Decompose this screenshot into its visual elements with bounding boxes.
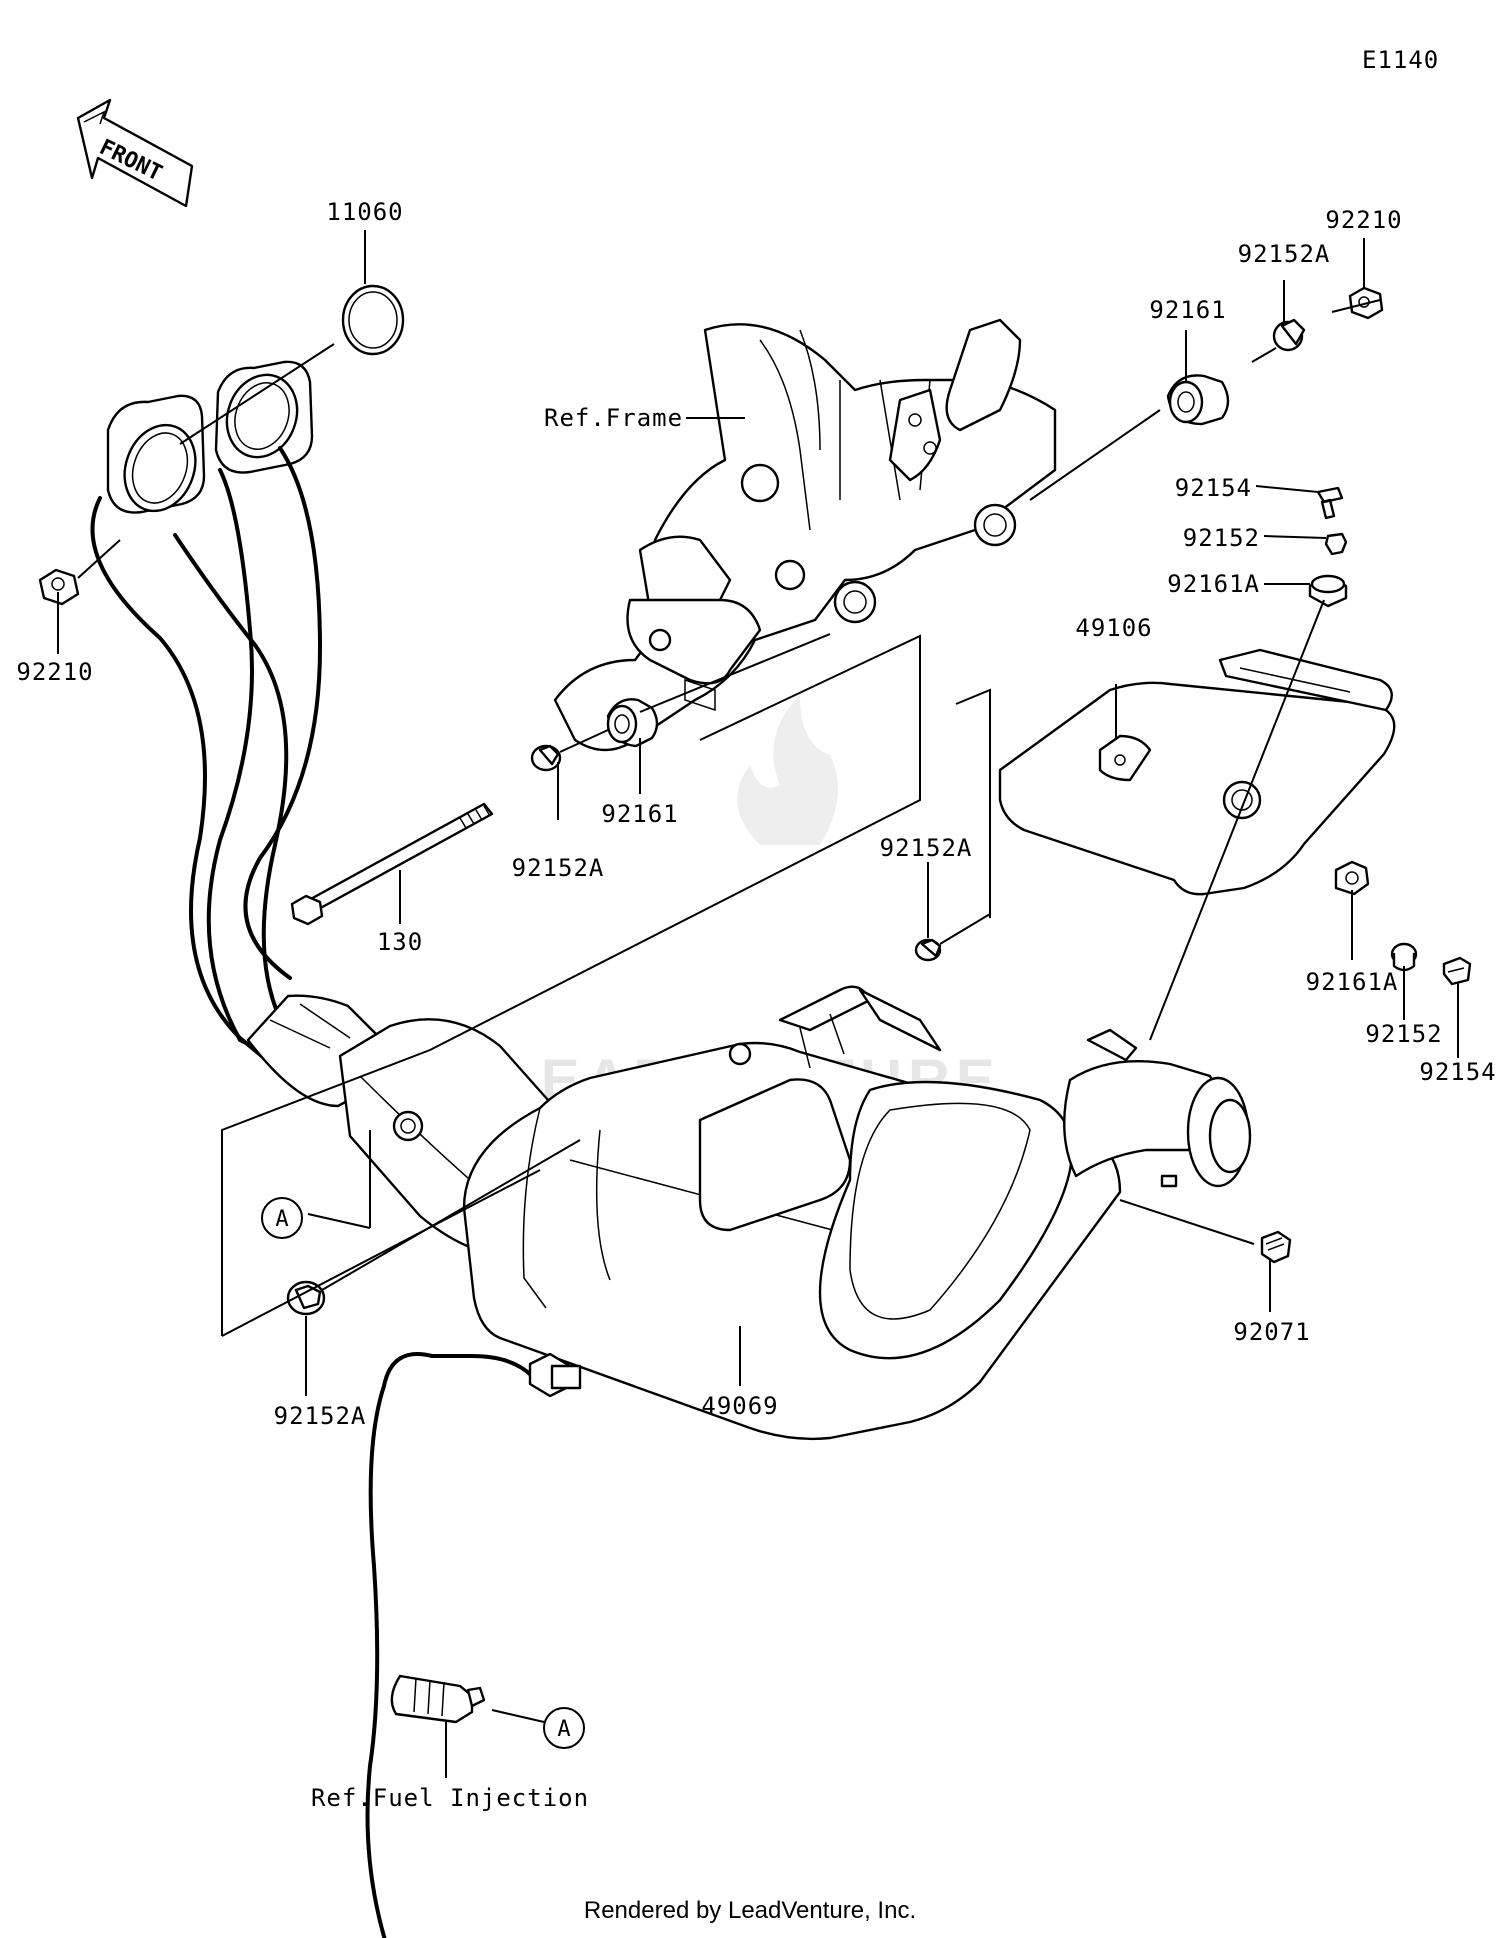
label-damper-top: 92161: [1149, 296, 1226, 324]
label-muffler: 49069: [701, 1392, 778, 1420]
ref-frame-label: Ref.Frame: [544, 404, 683, 432]
long-bolt: [296, 802, 494, 918]
label-bolt-top: 92154: [1175, 474, 1252, 502]
exhaust-header-pipes: [90, 360, 592, 1259]
callout-a-upper-letter: A: [275, 1207, 288, 1232]
label-bolt-bottom: 92154: [1419, 1058, 1496, 1086]
part-labels: 11060 92210 92210 92152A 92161 92154 921…: [16, 198, 1496, 1812]
ref-fuel-injection-label: Ref.Fuel Injection: [311, 1784, 589, 1812]
label-collar-bottom: 92152A: [274, 1402, 367, 1430]
label-nut-right: 92210: [1325, 206, 1402, 234]
label-collar-small-bottom: 92152: [1365, 1020, 1442, 1048]
label-damper-a-bottom: 92161A: [1306, 968, 1399, 996]
label-damper-mid: 92161: [601, 800, 678, 828]
frame-bracket: Ref.Frame: [544, 318, 1057, 752]
watermark-flame-icon: [737, 695, 838, 845]
gasket-ring: [341, 284, 405, 356]
label-damper-a-top: 92161A: [1167, 570, 1260, 598]
nut-left: [38, 568, 80, 606]
label-nut-left: 92210: [16, 658, 93, 686]
leader-lines: [57, 230, 1459, 1778]
o2-sensor: [390, 1674, 474, 1724]
muffler-assembly: [462, 985, 1252, 1441]
front-arrow: FRONT: [76, 98, 194, 208]
callout-a-lower-letter: A: [557, 1717, 570, 1742]
o2-sensor-harness: [365, 1352, 582, 1938]
label-collar-center: 92152A: [880, 834, 973, 862]
label-damper-end: 92071: [1233, 1318, 1310, 1346]
label-gasket: 11060: [326, 198, 403, 226]
diagram-code: E1140: [1362, 46, 1439, 74]
label-collar-top: 92152A: [1238, 240, 1331, 268]
footer-credit: Rendered by LeadVenture, Inc.: [584, 1897, 916, 1924]
label-bolt-long: 130: [377, 928, 423, 956]
callout-a-upper: A: [261, 1197, 303, 1239]
hardware: [38, 284, 1472, 1316]
label-cover: 49106: [1075, 614, 1152, 642]
label-collar-small-top: 92152: [1183, 524, 1260, 552]
callout-a-lower: A: [543, 1707, 585, 1749]
heat-cover: [998, 648, 1396, 896]
label-collar-mid: 92152A: [512, 854, 605, 882]
